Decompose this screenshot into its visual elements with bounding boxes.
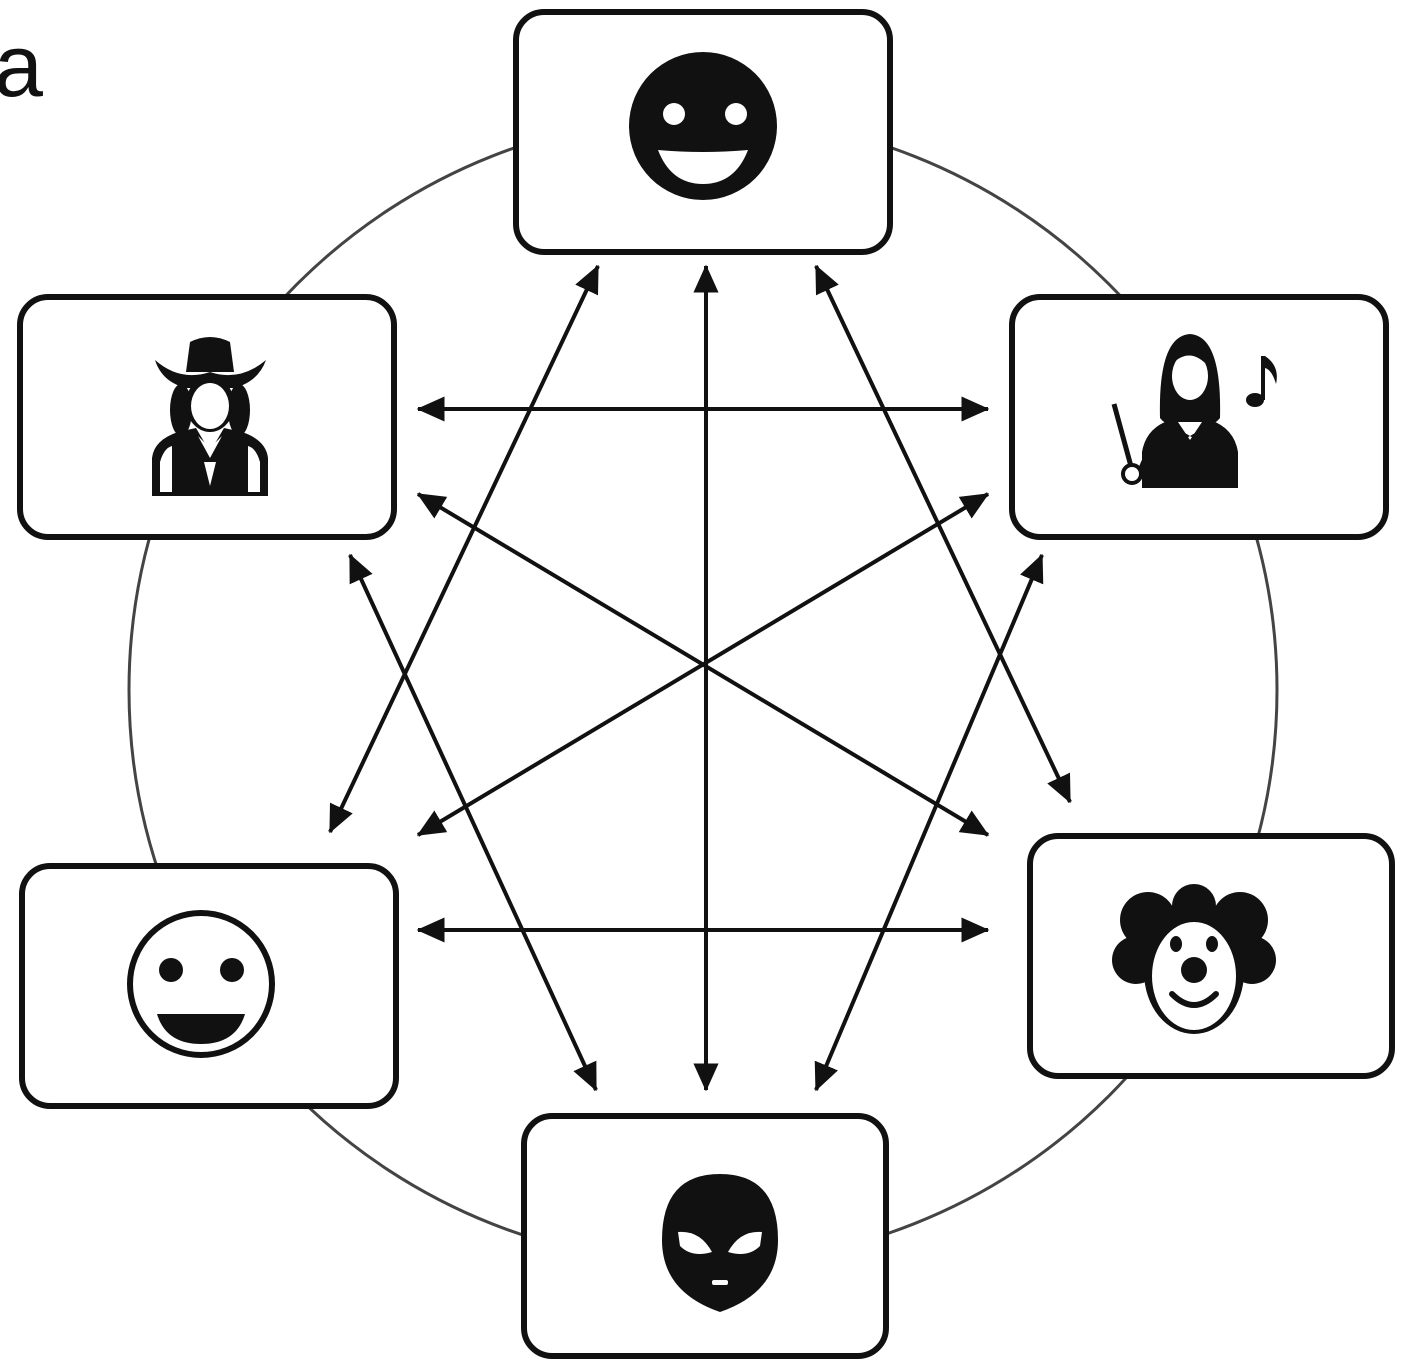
- conductor-with-baton-icon: [1111, 334, 1277, 488]
- clown-face-icon: [1112, 884, 1276, 1034]
- panel-label: a: [0, 16, 43, 115]
- grinning-face-filled-icon: [629, 52, 777, 200]
- smiling-face-outline-icon: [127, 910, 275, 1058]
- node-top: [513, 9, 893, 255]
- cowboy-person-icon: [152, 337, 268, 496]
- node-upper-left: [17, 294, 397, 540]
- node-lower-left: [19, 863, 399, 1109]
- node-bottom: [521, 1113, 889, 1359]
- edges: [328, 264, 1072, 1092]
- edge-upper-right-lower-left: [416, 492, 990, 837]
- alien-head-icon: [662, 1174, 778, 1312]
- node-lower-right: [1027, 833, 1395, 1079]
- node-upper-right: [1009, 294, 1389, 540]
- edge-upper-right-bottom: [814, 553, 1044, 1092]
